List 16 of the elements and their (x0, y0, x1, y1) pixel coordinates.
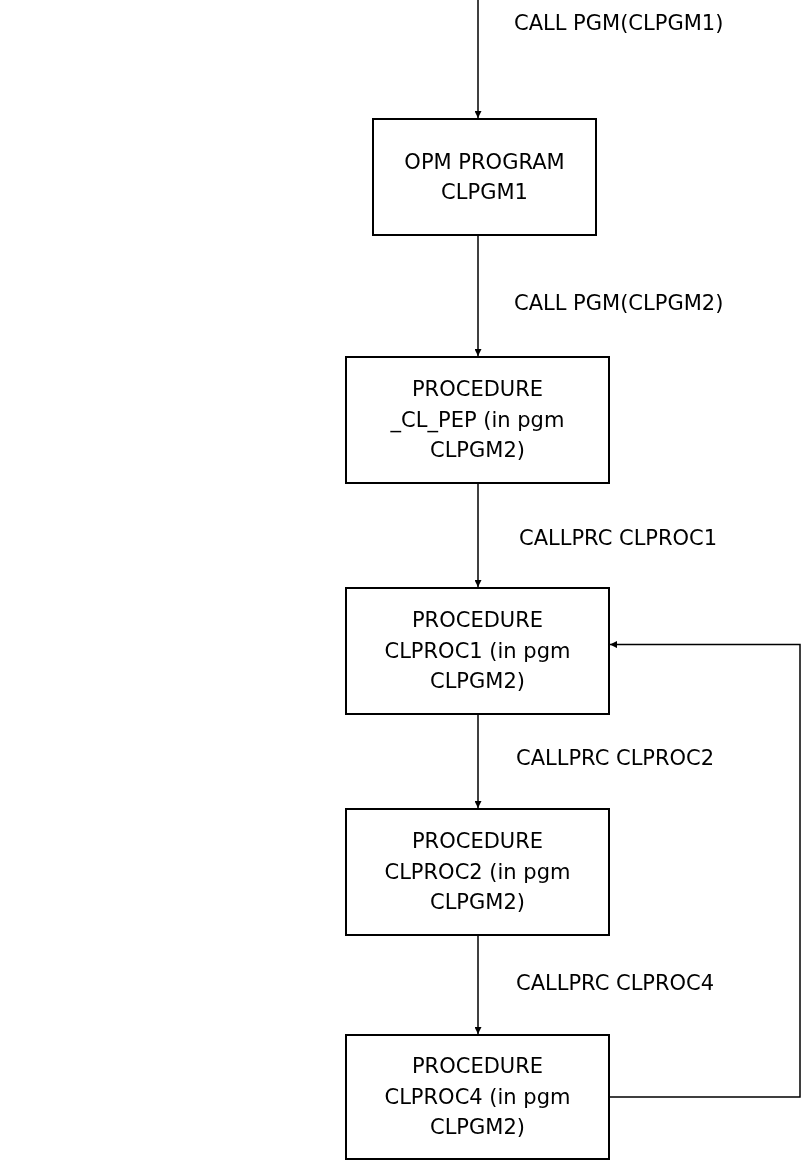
process-box (372, 118, 597, 236)
arrow (474, 483, 482, 588)
process-box (345, 587, 610, 715)
box-text: OPM PROGRAM CLPGM1 (403, 148, 566, 206)
arrow (474, 0, 482, 119)
arrow (474, 935, 482, 1035)
arrow (474, 714, 482, 809)
box-text: PROCEDURE CLPROC1 (in pgm CLPGM2) (383, 607, 572, 696)
process-box (345, 356, 610, 484)
arrow (609, 641, 801, 1098)
box-text: PROCEDURE CLPROC4 (in pgm CLPGM2) (383, 1053, 572, 1142)
process-box (345, 808, 610, 936)
arrow (474, 235, 482, 357)
box-text: PROCEDURE CLPROC2 (in pgm CLPGM2) (383, 828, 572, 917)
process-box (345, 1034, 610, 1160)
box-text: PROCEDURE _CL_PEP (in pgm CLPGM2) (389, 376, 566, 465)
